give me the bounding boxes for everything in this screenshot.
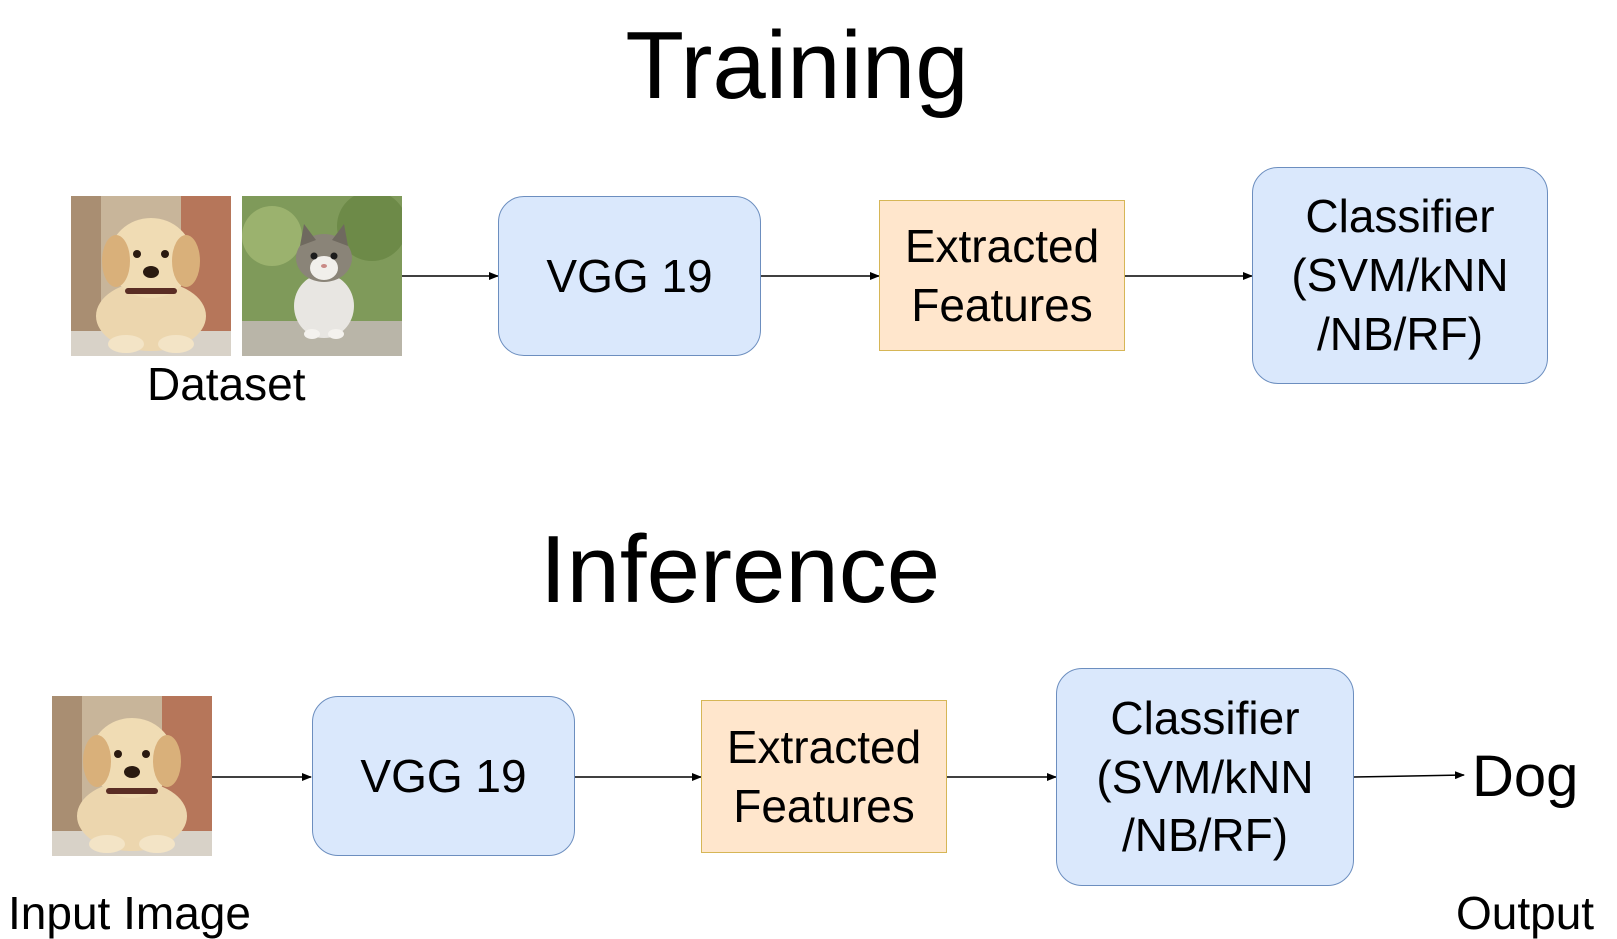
training-classifier-box: Classifier (SVM/kNN /NB/RF)	[1252, 167, 1548, 384]
inference-classifier-label: Classifier (SVM/kNN /NB/RF)	[1096, 691, 1314, 862]
arrow-classifier-to-output	[1353, 771, 1465, 780]
input-image-label: Input Image	[8, 887, 251, 939]
output-result: Dog	[1472, 744, 1579, 809]
output-label: Output	[1456, 887, 1595, 939]
dataset-cat-image	[242, 196, 402, 356]
inference-vgg19-label: VGG 19	[360, 749, 527, 802]
dataset-label: Dataset	[147, 358, 306, 410]
training-title: Training	[625, 12, 969, 119]
inference-features-label: Extracted Features	[726, 720, 922, 832]
training-features-label: Extracted Features	[904, 219, 1100, 331]
inference-classifier-box: Classifier (SVM/kNN /NB/RF)	[1056, 668, 1354, 886]
input-dog-image	[52, 696, 212, 856]
training-vgg19-box: VGG 19	[498, 196, 761, 356]
inference-vgg19-box: VGG 19	[312, 696, 575, 856]
training-vgg19-label: VGG 19	[546, 249, 713, 302]
training-classifier-label: Classifier (SVM/kNN /NB/RF)	[1291, 190, 1509, 360]
training-features-box: Extracted Features	[879, 200, 1125, 351]
inference-features-box: Extracted Features	[701, 700, 947, 853]
dataset-dog-image	[71, 196, 231, 356]
inference-title: Inference	[539, 516, 941, 623]
